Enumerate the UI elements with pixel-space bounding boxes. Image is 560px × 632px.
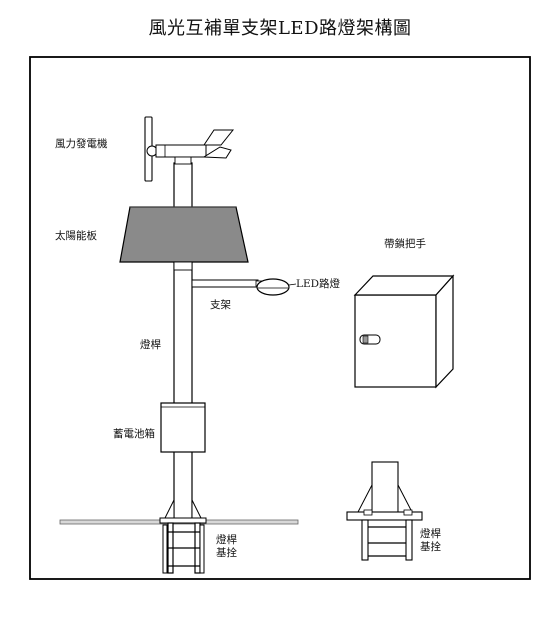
- bracket-arm: [191, 279, 263, 288]
- detail-base-label-line1: 燈桿: [420, 528, 441, 540]
- diagram-frame: [29, 56, 531, 580]
- battery-box: [160, 402, 206, 453]
- solar-panel-label: 太陽能板: [55, 230, 97, 242]
- led-lamp-label: LED路燈: [296, 278, 341, 290]
- detail-base-label-line2: 基拴: [420, 541, 441, 553]
- pole-base-detail: [346, 461, 423, 561]
- bracket-label: 支架: [210, 299, 231, 311]
- pole-label: 燈桿: [140, 339, 161, 351]
- lock-handle-label: 帶鎖把手: [384, 238, 426, 250]
- led-lamp: [256, 278, 290, 296]
- lock-handle: [359, 334, 381, 345]
- wind-turbine-label: 風力發電機: [55, 138, 108, 150]
- control-cabinet: [353, 274, 455, 389]
- pole-base-label-line1: 燈桿: [216, 534, 237, 546]
- pole-base: [159, 499, 207, 574]
- solar-panel: [119, 206, 249, 271]
- pole-base-label-line2: 基拴: [216, 547, 237, 559]
- wind-turbine: [144, 116, 235, 182]
- page-title: 風光互補單支架LED路燈架構圖: [148, 18, 412, 39]
- led-lamp-leader: [288, 283, 297, 286]
- battery-box-label: 蓄電池箱: [113, 428, 155, 440]
